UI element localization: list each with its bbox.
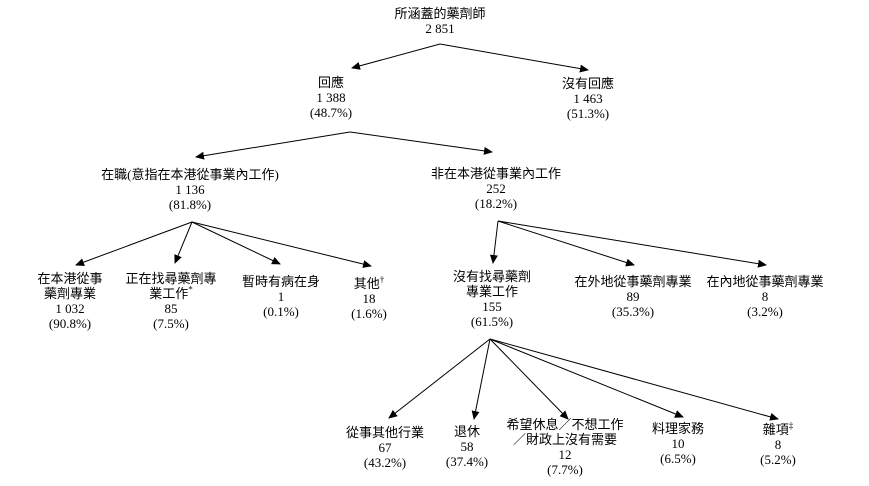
node-sick: 暫時有病在身 1 (0.1%) [242,274,320,319]
node-sick-value: 1 [277,289,285,304]
node-seeking-job: 正在找尋藥劑專 業工作* 85 (7.5%) [125,271,216,331]
node-employed-value: 1 136 [175,182,205,197]
node-not-in-hk-value: 252 [486,181,506,196]
node-other-industry-percent: (43.2%) [363,455,407,470]
node-practising-hk-percent: (90.8%) [48,316,92,331]
arrow-notseeking-misc [489,338,779,421]
node-housework-percent: (6.5%) [660,451,696,466]
node-retired-percent: (37.4%) [445,454,489,469]
node-not-seeking: 沒有找尋藥劑 專業工作 155 (61.5%) [453,269,531,329]
node-responded-percent: (48.7%) [309,105,353,120]
node-seeking-job-label-2-text: 業工作 [149,286,189,301]
node-root: 所涵蓋的藥劑師 2 851 [394,6,485,36]
node-not-responded: 沒有回應 1 463 (51.3%) [562,76,614,121]
footnote-dagger: † [379,274,385,285]
node-root-value: 2 851 [425,21,455,36]
node-misc: 雜項‡ 8 (5.2%) [760,420,796,467]
node-seeking-job-label-2: 業工作* [125,284,216,301]
node-other-industry-label: 從事其他行業 [345,425,425,440]
node-not-in-hk-percent: (18.2%) [474,196,518,211]
node-practising-hk-value: 1 032 [55,301,85,316]
arrow-notseeking-rest [489,338,569,420]
node-rest-percent: (7.7%) [547,462,583,477]
node-rest-label-2: ／財政上沒有需要 [512,432,618,447]
node-practising-hk: 在本港從事 藥劑專業 1 032 (90.8%) [37,271,102,331]
node-seeking-job-value: 85 [164,301,178,316]
node-housework-value: 10 [671,436,685,451]
node-housework-label: 料理家務 [651,421,705,436]
footnote-double-dagger: ‡ [788,420,794,431]
arrow-notseeking-other-industry [388,338,491,419]
arrow-notinhk-not-seeking [489,220,499,264]
node-others: 其他† 18 (1.6%) [351,274,387,321]
node-housework: 料理家務 10 (6.5%) [652,421,704,466]
arrow-employed-practising-hk [75,221,193,266]
node-sick-label: 暫時有病在身 [241,274,321,289]
node-retired: 退休 58 (37.4%) [446,424,488,469]
node-employed: 在職(意指在本港從事業內工作) 1 136 (81.8%) [101,167,279,212]
node-seeking-job-percent: (7.5%) [153,316,189,331]
node-root-label: 所涵蓋的藥劑師 [394,6,486,21]
node-retired-label: 退休 [453,424,480,439]
node-not-responded-value: 1 463 [573,91,603,106]
arrow-root-responded [351,43,441,70]
node-not-seeking-value: 155 [482,299,502,314]
arrow-notseeking-retired [471,338,491,420]
node-not-seeking-label-2: 專業工作 [465,284,519,299]
arrow-notinhk-abroad [497,220,635,267]
node-rest-label-1: 希望休息／不想工作 [506,417,624,432]
node-mainland-percent: (3.2%) [747,304,783,319]
node-not-responded-label: 沒有回應 [561,76,615,91]
node-others-percent: (1.6%) [351,306,387,321]
node-misc-label-text: 雜項 [762,422,789,437]
node-not-responded-percent: (51.3%) [566,106,610,121]
node-sick-percent: (0.1%) [263,304,299,319]
node-rest-value: 12 [558,447,572,462]
node-responded: 回應 1 388 (48.7%) [310,75,352,120]
arrow-employed-seeking-job [174,221,193,264]
node-other-industry: 從事其他行業 67 (43.2%) [346,425,424,470]
arrow-responded-not-in-hk [349,131,493,155]
node-not-in-hk-label: 非在本港從事業內工作 [430,166,562,181]
node-abroad-value: 89 [626,289,640,304]
node-not-seeking-label-1: 沒有找尋藥劑 [452,269,532,284]
node-others-value: 18 [362,291,376,306]
node-mainland: 在內地從事藥劑專業 8 (3.2%) [706,274,823,319]
node-abroad-percent: (35.3%) [611,304,655,319]
node-not-in-hk: 非在本港從事業內工作 252 (18.2%) [431,166,561,211]
node-not-seeking-percent: (61.5%) [470,314,514,329]
node-misc-value: 8 [774,437,782,452]
arrow-root-not-responded [439,43,589,73]
arrow-employed-sick [191,221,281,265]
node-misc-label: 雜項‡ [760,420,796,437]
node-responded-label: 回應 [317,75,344,90]
node-employed-percent: (81.8%) [168,197,212,212]
arrow-responded-employed [195,131,351,160]
node-practising-hk-label-2: 藥劑專業 [43,286,97,301]
arrow-notseeking-housework [489,338,684,418]
arrow-employed-others [191,221,372,268]
node-others-label: 其他† [351,274,387,291]
node-retired-value: 58 [460,439,474,454]
node-mainland-label: 在內地從事藥劑專業 [706,274,824,289]
node-mainland-value: 8 [761,289,769,304]
node-misc-percent: (5.2%) [760,452,796,467]
arrow-notinhk-mainland [497,220,767,268]
footnote-asterisk: * [188,284,193,295]
node-employed-label: 在職(意指在本港從事業內工作) [101,167,279,182]
node-others-label-text: 其他 [353,276,380,291]
node-responded-value: 1 388 [316,90,346,105]
node-abroad: 在外地從事藥劑專業 89 (35.3%) [574,274,691,319]
node-other-industry-value: 67 [378,440,392,455]
node-seeking-job-label-1: 正在找尋藥劑專 [125,271,217,286]
node-abroad-label: 在外地從事藥劑專業 [574,274,692,289]
node-practising-hk-label-1: 在本港從事 [37,271,103,286]
node-rest: 希望休息／不想工作 ／財政上沒有需要 12 (7.7%) [506,417,623,477]
